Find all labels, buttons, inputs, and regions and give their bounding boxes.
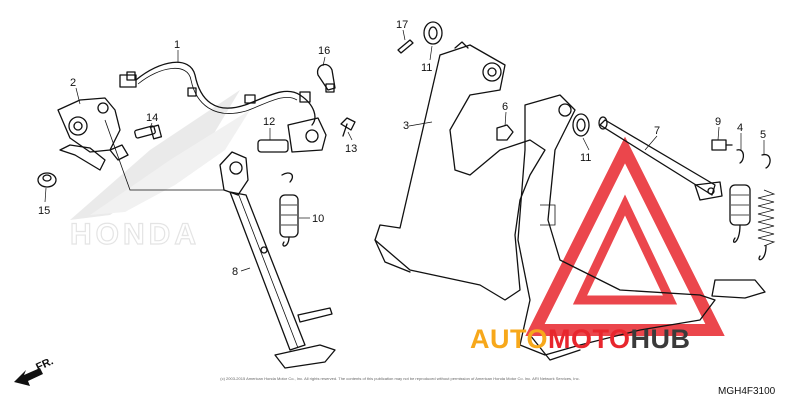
callout-2: 2 <box>70 77 76 89</box>
watermark-middle: MOTO <box>548 324 631 354</box>
callout-12: 12 <box>263 116 275 128</box>
callout-15: 15 <box>38 205 50 217</box>
honda-wing-logo: HONDA <box>69 90 250 252</box>
front-label: FR. <box>34 355 55 373</box>
callout-11-lower: 11 <box>580 152 591 164</box>
part-nut-15 <box>37 172 57 188</box>
part-bolt-14 <box>134 124 163 140</box>
part-bolt-9 <box>711 139 733 151</box>
callout-9: 9 <box>715 116 721 128</box>
automotohub-logo-icon <box>525 136 725 336</box>
watermark-suffix: HUB <box>631 324 691 354</box>
part-side-stand-switch-wire <box>119 61 316 126</box>
part-washer-11-upper <box>423 21 443 45</box>
part-washer-11-lower <box>572 113 590 137</box>
callout-8: 8 <box>232 266 238 278</box>
callout-10: 10 <box>312 213 324 225</box>
copyright-notice: (c) 2003-2015 American Honda Motor Co., … <box>220 376 579 381</box>
honda-logo-text: HONDA <box>70 218 200 251</box>
callout-13: 13 <box>345 143 357 155</box>
callout-14: 14 <box>146 112 158 124</box>
callout-16: 16 <box>318 45 330 57</box>
callout-7: 7 <box>654 125 660 137</box>
part-spring-4 <box>729 149 751 243</box>
part-clamp <box>316 63 336 93</box>
callout-1: 1 <box>174 39 180 51</box>
part-side-stand <box>219 151 336 369</box>
part-spring-10 <box>279 172 299 247</box>
part-main-stand <box>374 41 546 301</box>
part-main-stand-arm <box>517 94 766 361</box>
part-side-stand-bracket <box>57 97 225 191</box>
callout-6: 6 <box>502 101 508 113</box>
callout-3: 3 <box>403 120 409 132</box>
part-callouts: 1 2 3 4 5 6 7 8 9 10 11 11 12 13 14 15 1… <box>38 19 766 278</box>
automotohub-watermark: AUTOMOTOHUB <box>470 324 691 354</box>
callout-5: 5 <box>760 129 766 141</box>
watermark-prefix: AUTO <box>470 324 548 354</box>
part-bolt-13 <box>340 117 356 137</box>
callout-leaders <box>44 29 765 272</box>
svg-text:AUTOMOTOHUB: AUTOMOTOHUB <box>470 324 691 354</box>
part-nut-6 <box>496 124 514 141</box>
diagram-code: MGH4F3100 <box>718 386 776 397</box>
part-spring-5 <box>757 153 776 261</box>
callout-4: 4 <box>737 122 743 134</box>
part-cotter-pin-17 <box>397 39 414 54</box>
callout-17: 17 <box>396 19 408 31</box>
callout-11-upper: 11 <box>421 62 432 74</box>
part-side-stand-switch <box>257 117 327 153</box>
front-direction-arrow-icon: FR. <box>14 355 55 386</box>
part-pivot-shaft <box>598 116 723 201</box>
